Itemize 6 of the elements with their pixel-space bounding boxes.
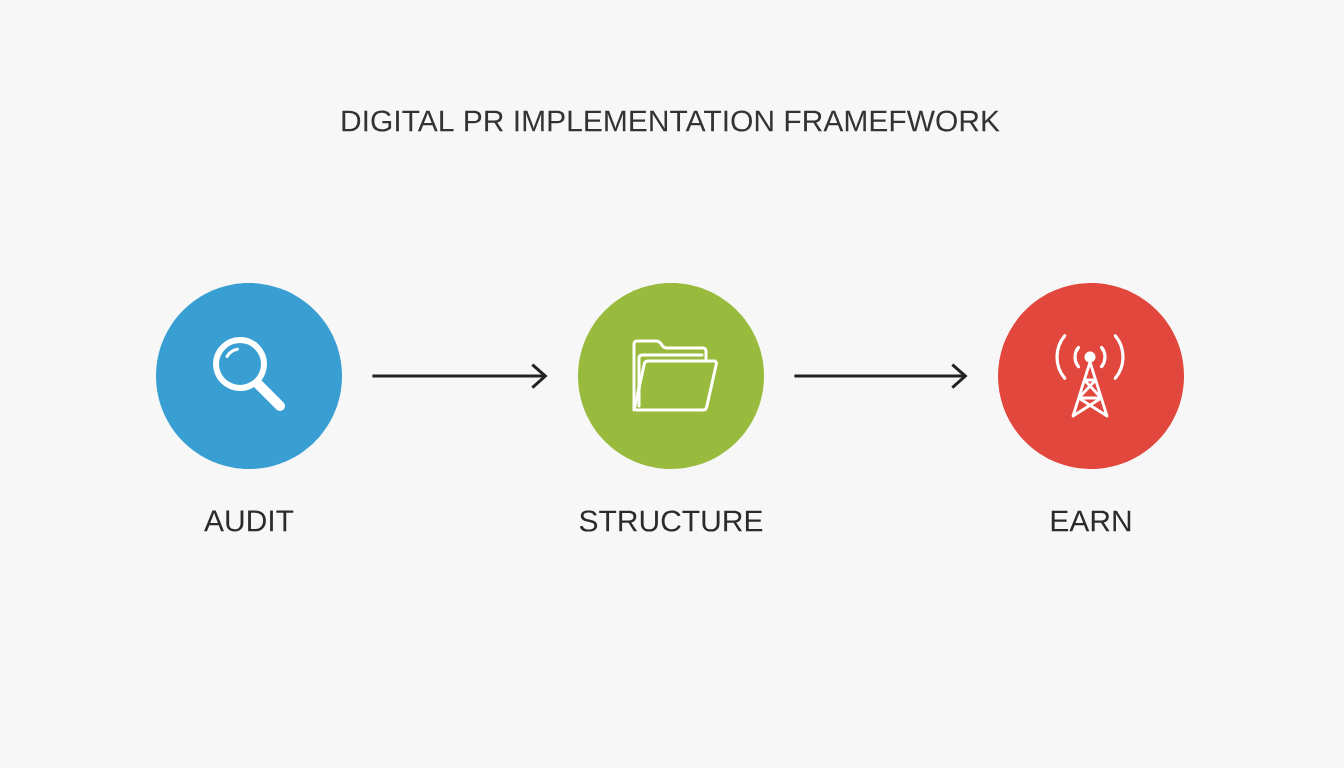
step-label: AUDIT	[204, 510, 294, 532]
arrow	[794, 363, 968, 389]
arrow	[372, 363, 548, 389]
step-label: STRUCTURE	[579, 510, 763, 532]
title: DIGITAL PR IMPLEMENTATION FRAMEFWORK	[342, 110, 1000, 132]
step-label: EARN	[1051, 510, 1131, 532]
